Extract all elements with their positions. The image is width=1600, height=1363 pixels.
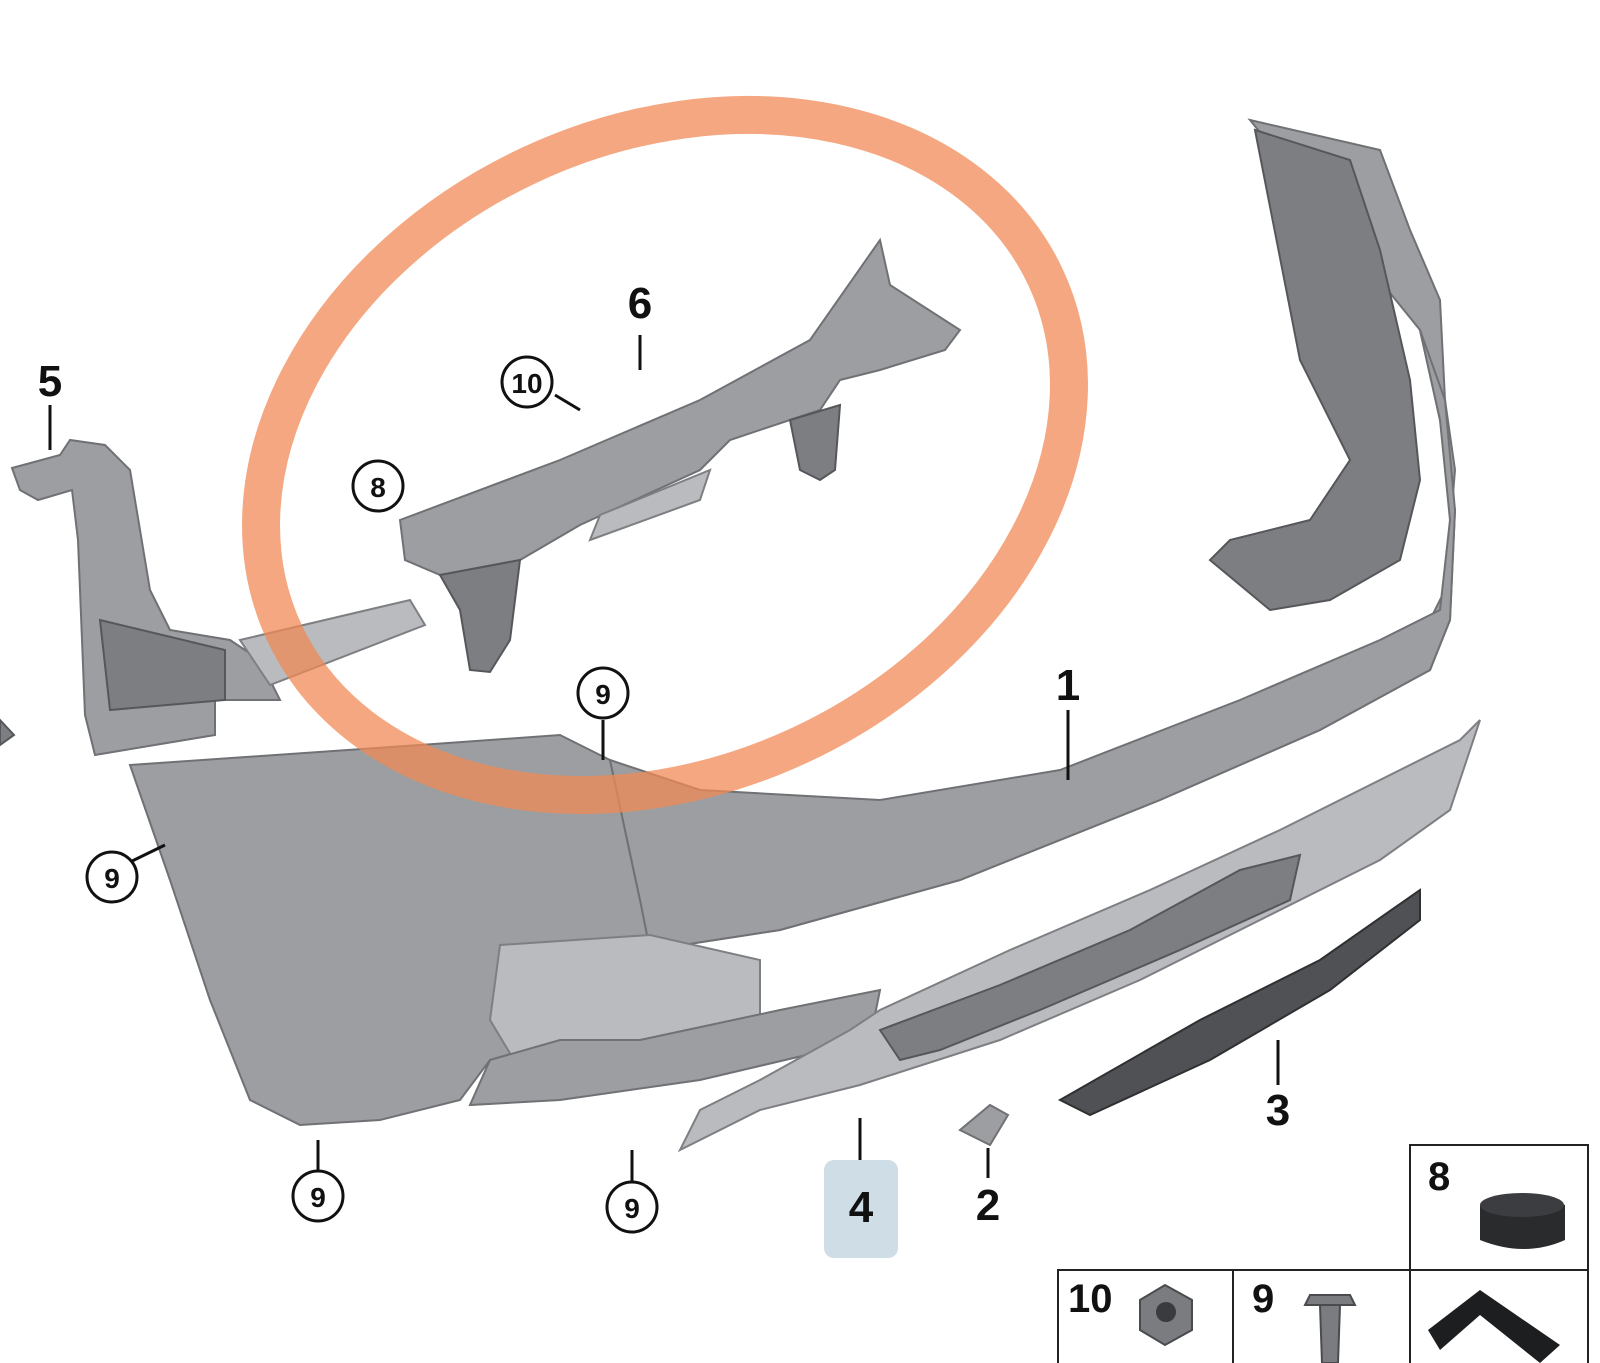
svg-text:9: 9 [624, 1193, 640, 1224]
svg-text:10: 10 [511, 368, 542, 399]
carrier-part [398, 237, 962, 674]
callout-1: 1 [1056, 661, 1080, 710]
circled-callout-10: 10 [500, 355, 581, 412]
inset-label-buffer: 8 [1428, 1155, 1450, 1199]
callout-6: 6 [628, 279, 652, 328]
circled-callout-9-bottom-left: 9 [291, 1140, 345, 1223]
clip-icon [1428, 1290, 1560, 1363]
bumper-cover-part [128, 118, 1457, 1127]
inset-label-screw: 9 [1252, 1277, 1274, 1321]
circled-callout-8: 8 [351, 459, 405, 513]
svg-text:9: 9 [310, 1182, 326, 1213]
svg-text:9: 9 [104, 863, 120, 894]
circled-callout-9-side: 9 [85, 843, 166, 904]
callout-2: 2 [976, 1181, 1000, 1230]
callout-3: 3 [1266, 1086, 1290, 1135]
inset-parts-table: 8 10 9 [1057, 1144, 1589, 1363]
trim-strip-part [677, 719, 1481, 1153]
circled-callout-9-top: 9 [576, 666, 630, 760]
inset-label-nut: 10 [1068, 1277, 1113, 1321]
screw-icon [1303, 1294, 1357, 1363]
callout-4-badge [824, 1160, 898, 1258]
highlight-ring [242, 95, 1088, 815]
grille-part [1057, 888, 1421, 1117]
svg-text:9: 9 [595, 679, 611, 710]
callout-5: 5 [38, 357, 62, 406]
svg-text:8: 8 [370, 472, 386, 503]
callout-4: 4 [849, 1183, 874, 1232]
circled-callout-9-bottom-mid: 9 [605, 1150, 659, 1234]
reflector-part [958, 1103, 1010, 1147]
